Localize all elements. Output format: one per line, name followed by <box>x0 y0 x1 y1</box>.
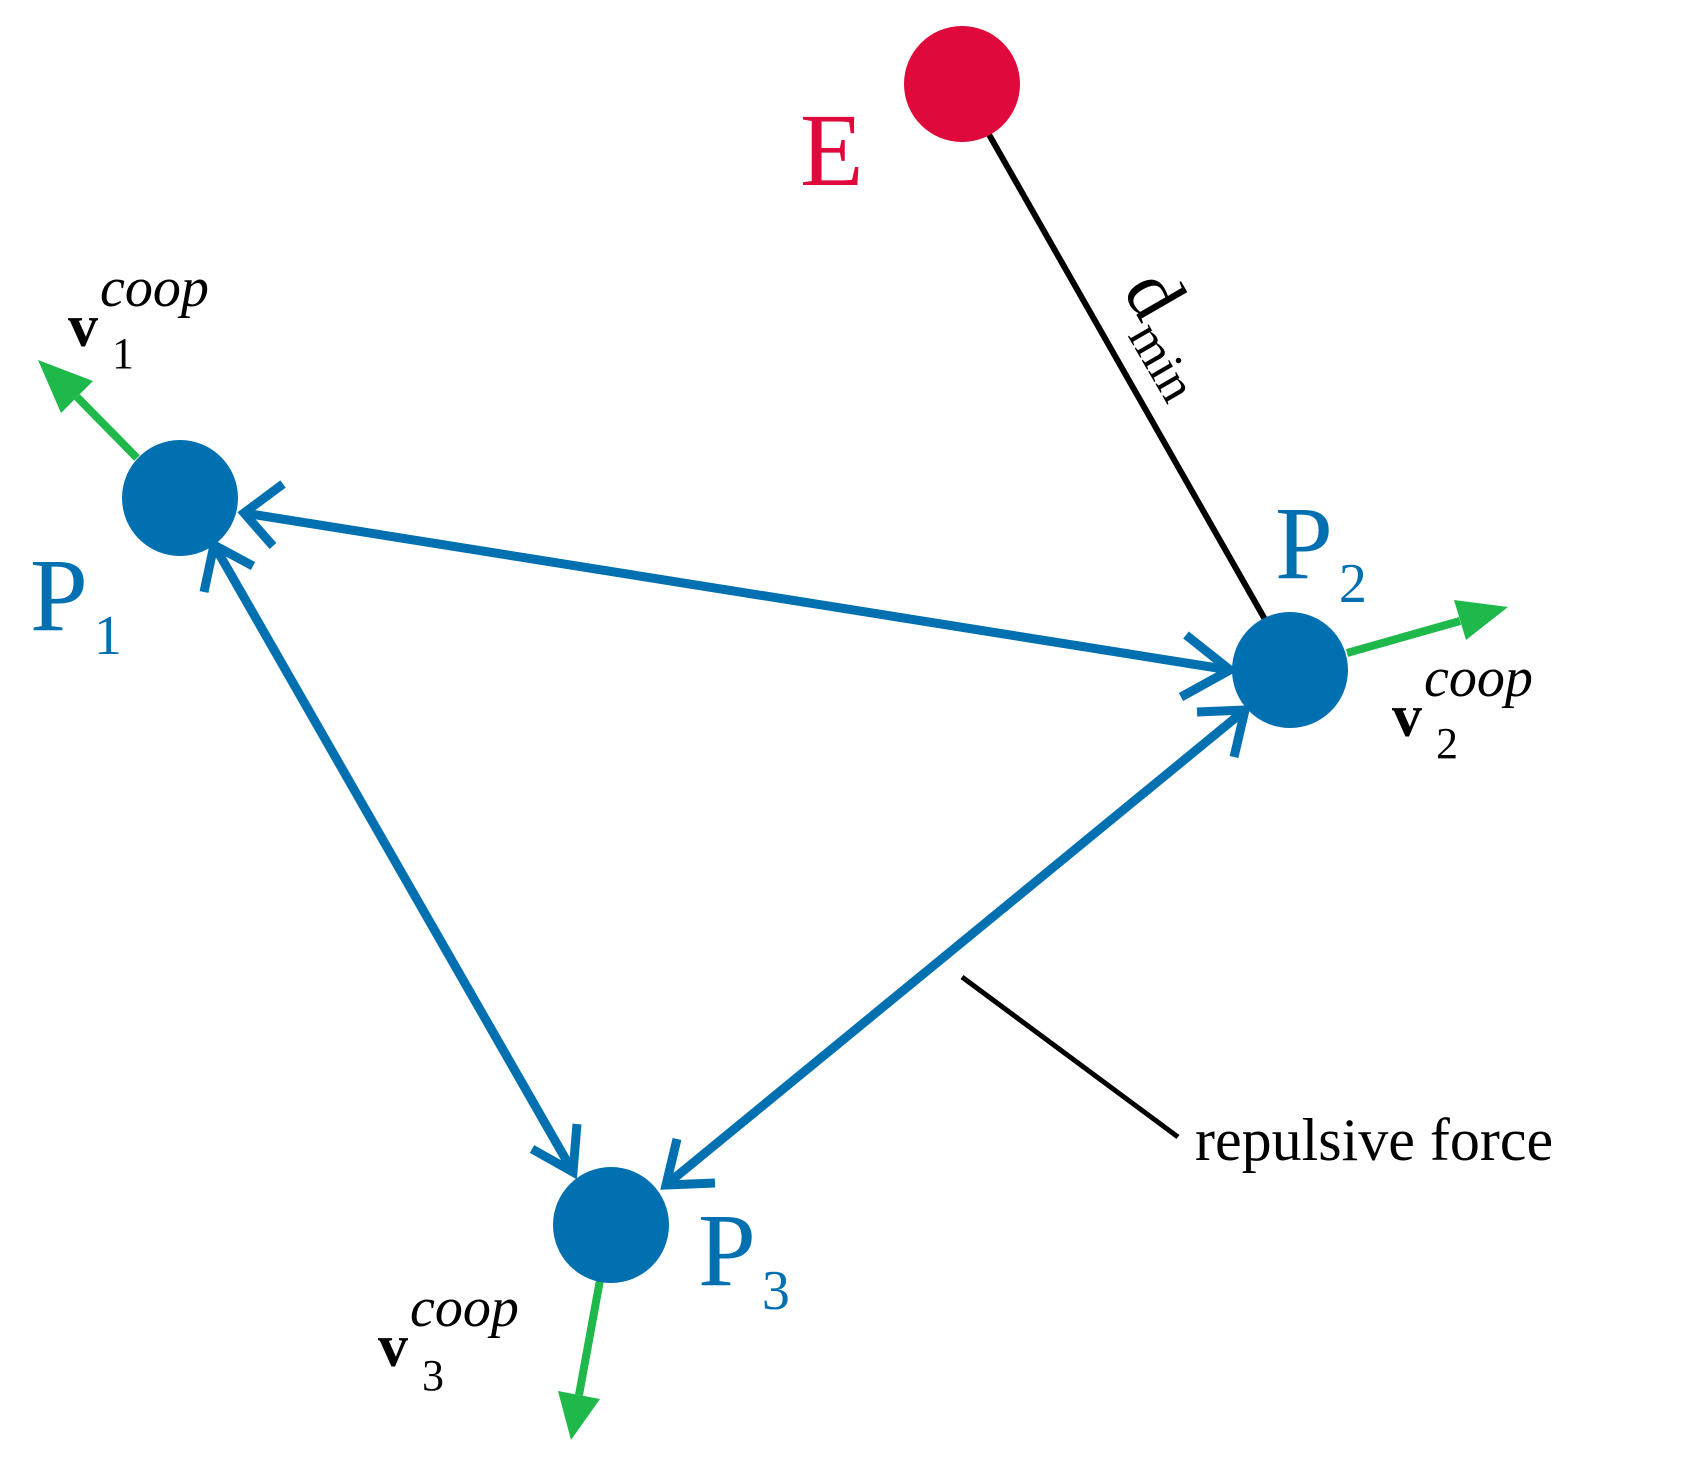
arrowhead-p3-from-p2 <box>660 1137 716 1190</box>
pursuer-node-p1 <box>122 440 238 556</box>
v1-arrowhead <box>38 360 93 413</box>
p1-subscript: 1 <box>94 605 122 667</box>
v2-letter: v <box>1392 683 1422 749</box>
arrowhead-p3-from-p1 <box>529 1123 582 1180</box>
arrowhead-p1 <box>237 480 286 549</box>
evader-node <box>904 26 1020 142</box>
v3-arrowhead <box>558 1391 600 1440</box>
repulsive-links <box>199 480 1251 1190</box>
dmin-shaft <box>980 122 1274 632</box>
link-p1-p2 <box>243 508 1231 675</box>
v2-shaft <box>1345 617 1462 657</box>
v1-label: vcoop <box>68 257 209 359</box>
link-p1-p3 <box>210 542 577 1175</box>
evader-label: E <box>800 93 864 208</box>
p2-subscript: 2 <box>1339 553 1367 615</box>
v3-label: vcoop <box>378 1277 519 1379</box>
v2-label: vcoop <box>1392 647 1533 749</box>
v1-shaft <box>74 394 140 461</box>
p3-subscript: 3 <box>762 1260 790 1322</box>
arrowhead-p2-from-p3 <box>1196 705 1251 759</box>
v1-subscript: 1 <box>112 329 134 378</box>
svg-text:dmin: dmin <box>1096 255 1244 411</box>
v3-subscript: 3 <box>422 1351 444 1400</box>
arrowhead-p1-from-p3 <box>199 538 256 593</box>
pursuer-node-p2 <box>1232 612 1348 728</box>
v3-coop: coop <box>410 1277 519 1339</box>
v1-letter: v <box>68 293 98 359</box>
velocity-vectors <box>38 360 1508 1440</box>
repulsive-callout-line <box>960 974 1180 1140</box>
dmin-arrow <box>962 87 1292 667</box>
v2-coop: coop <box>1424 647 1533 709</box>
p2-letter: P <box>1275 486 1333 601</box>
pursuer-node-p3 <box>553 1167 669 1283</box>
dmin-label: dmin <box>1096 255 1244 411</box>
arrowhead-p2-from-p1 <box>1178 631 1239 701</box>
v2-arrowhead <box>1454 600 1508 640</box>
p1-letter: P <box>30 538 88 653</box>
v3-letter: v <box>378 1313 408 1379</box>
v2-subscript: 2 <box>1436 719 1458 768</box>
p3-letter: P <box>698 1193 756 1308</box>
v3-shaft <box>575 1279 604 1396</box>
link-p2-p3 <box>663 706 1248 1189</box>
repulsive-force-label: repulsive force <box>1195 1107 1553 1173</box>
v1-coop: coop <box>100 257 209 319</box>
